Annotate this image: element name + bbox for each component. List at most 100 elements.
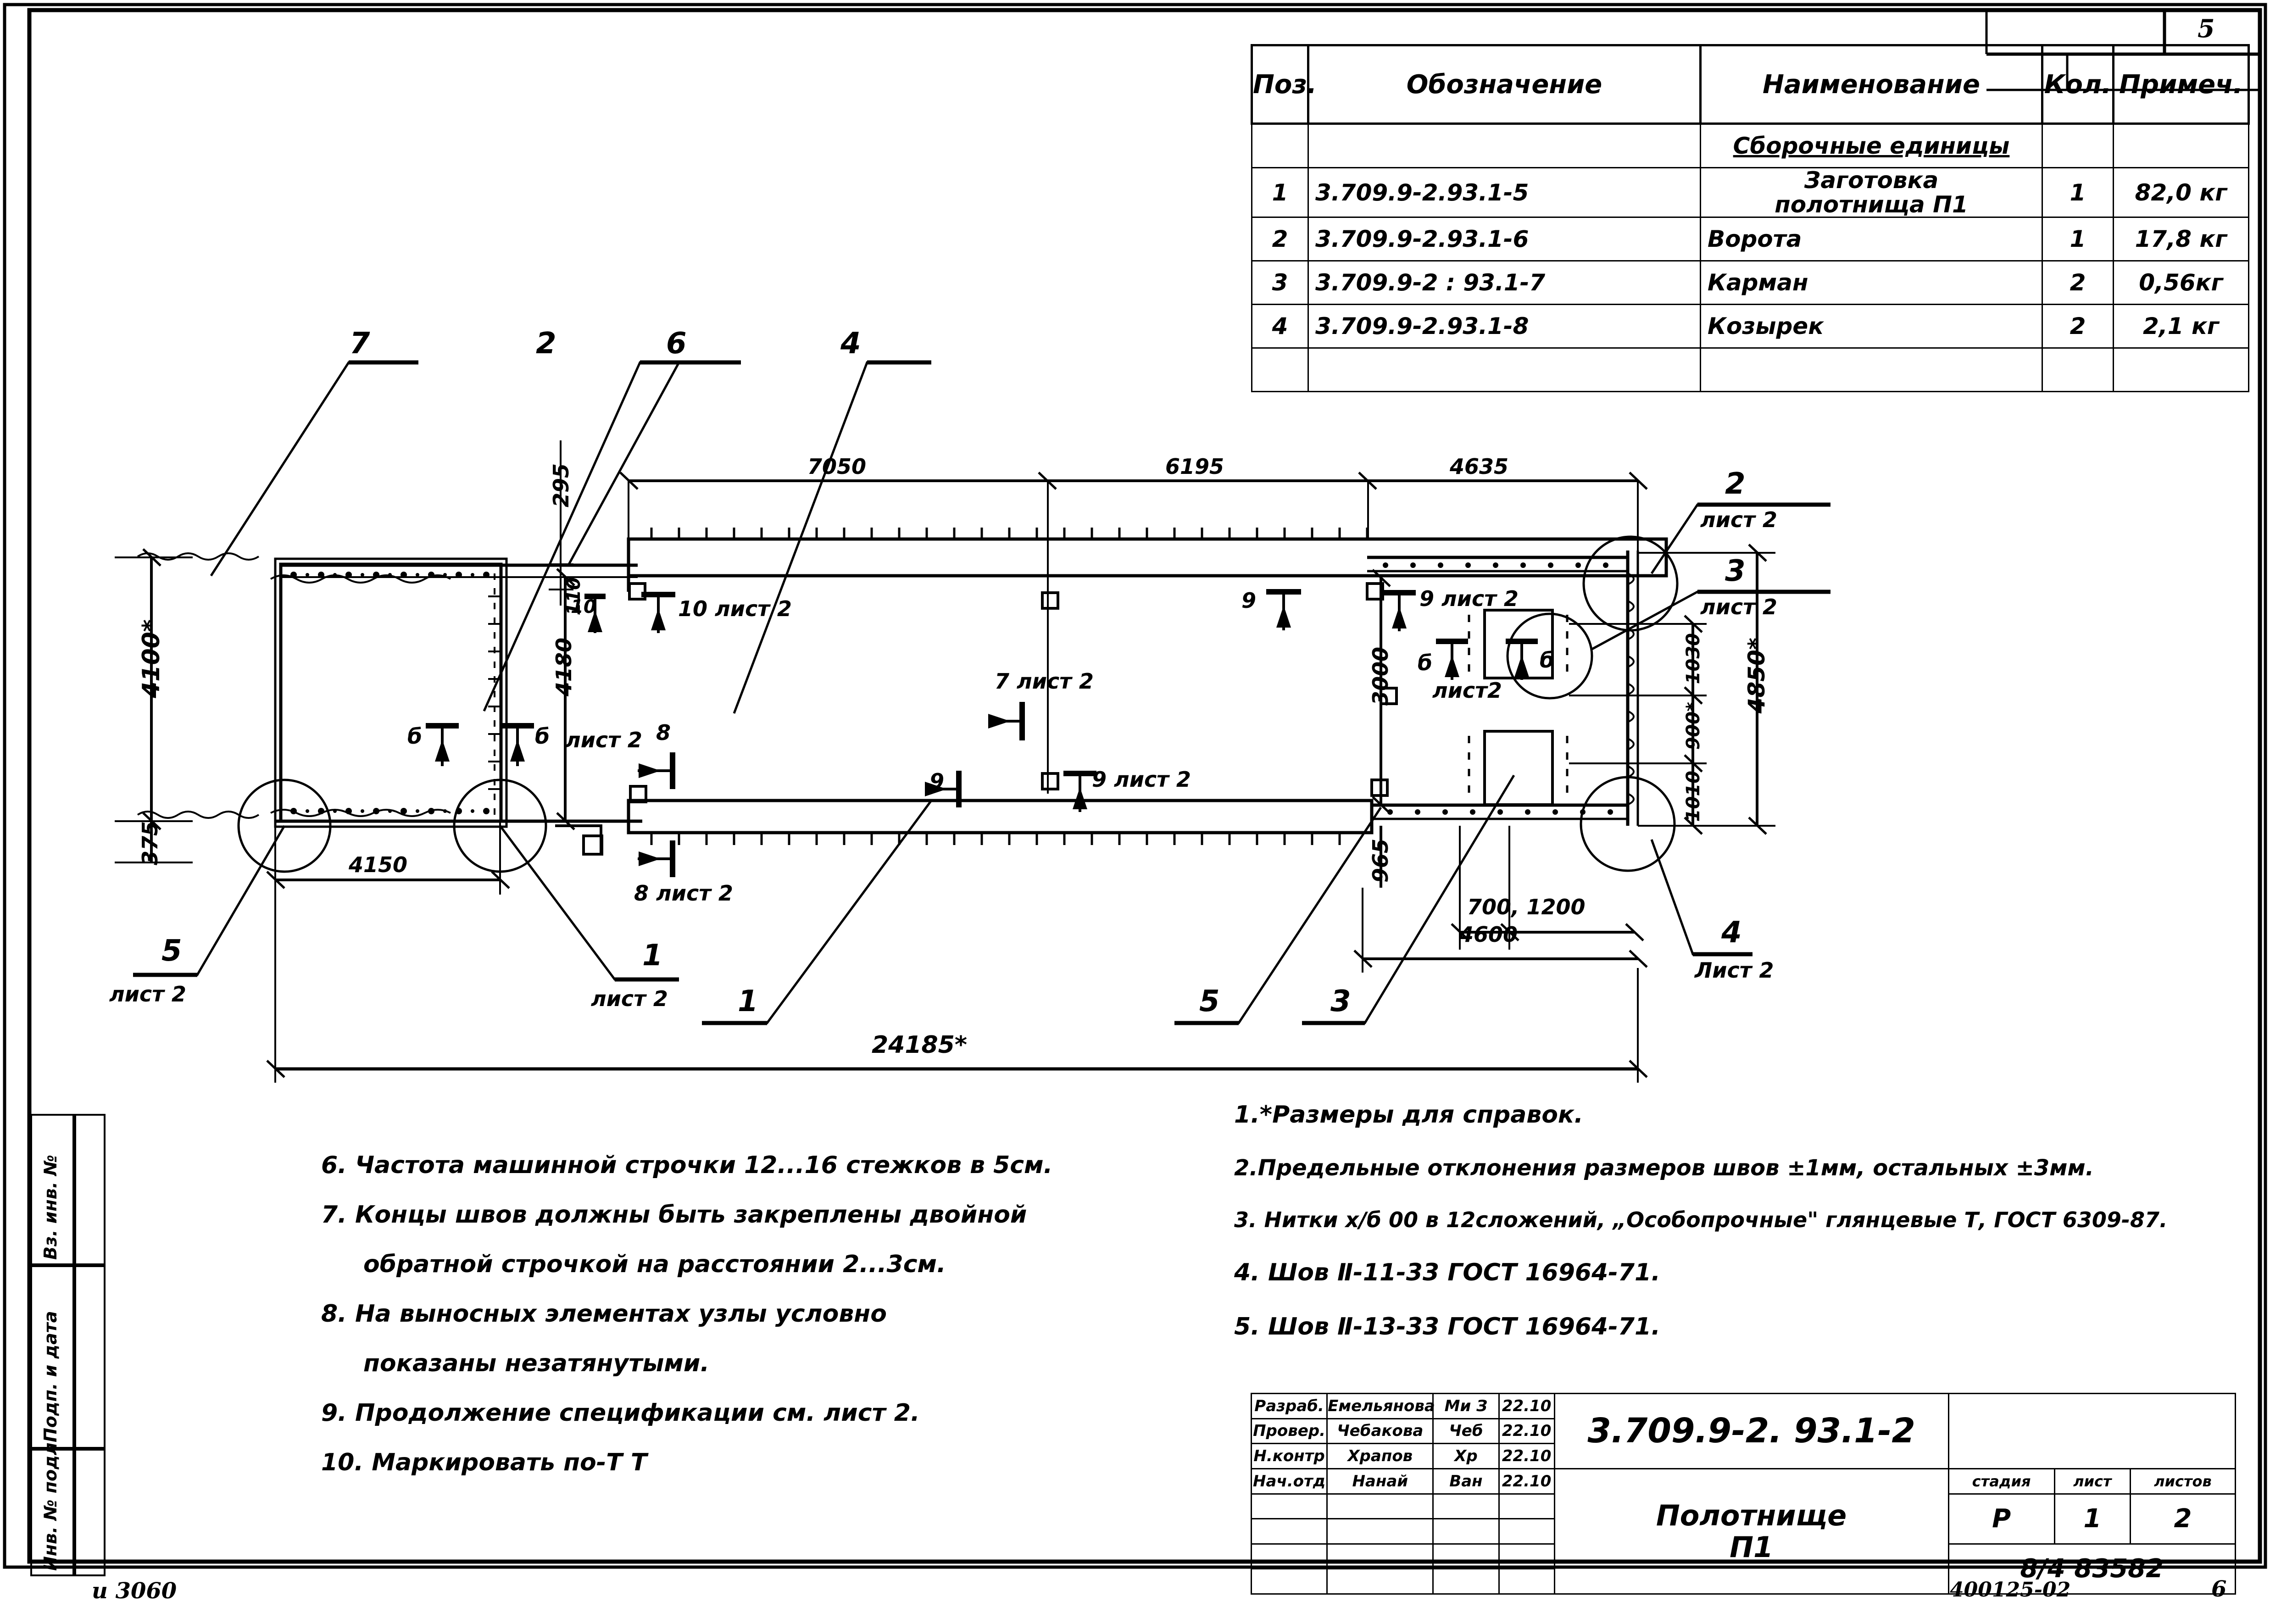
leader-label-4-top: 4 — [840, 327, 861, 361]
title-block: Разраб. Емельянова Ми З 22.10 3.709.9-2.… — [1250, 1393, 2237, 1595]
left-margin-stamp: Вз. инв. № Подп. и дата Инв. № подл. — [30, 1114, 106, 1576]
document-name: Полотнище П1 — [1553, 1468, 1949, 1595]
spec-name: Заготовка полотнища П1 — [1700, 167, 2043, 218]
leader-sheet-2-right: лист 2 — [1700, 507, 1777, 532]
leader-label-1-left: 1 — [642, 939, 663, 973]
leader-label-2-right: 2 — [1725, 467, 1746, 501]
spec-group-note — [2113, 123, 2249, 168]
role-signature: Ван — [1432, 1468, 1500, 1495]
margin-cell-podp-data — [30, 1265, 74, 1449]
document-code: 3.709.9-2. 93.1-2 — [1553, 1393, 1949, 1469]
leader-label-3-right: 3 — [1725, 554, 1746, 588]
leader-sheet-3-right: лист 2 — [1700, 595, 1777, 619]
leader-label-6-top: 6 — [666, 327, 687, 361]
sheet-header: лист — [2053, 1468, 2131, 1495]
spec-empty-designation — [1307, 347, 1701, 392]
spec-group-designation — [1307, 123, 1701, 168]
spec-qty: 2 — [2042, 304, 2114, 349]
role-name: Храпов — [1326, 1443, 1434, 1469]
blank-sign — [1432, 1543, 1500, 1570]
leader-label-3-bottom: 3 — [1330, 984, 1351, 1018]
margin-label-vz-inv: Вз. инв. № — [40, 1154, 61, 1260]
spec-note: 0,56кг — [2113, 260, 2249, 305]
section-mark-10: 10 — [571, 596, 596, 617]
title-role-row: Разраб. Емельянова Ми З 22.10 3.709.9-2.… — [1250, 1393, 2237, 1469]
spec-designation: 3.709.9-2.93.1-5 — [1307, 167, 1701, 218]
sheets-header: листов — [2129, 1468, 2237, 1495]
section-mark-9-b: 9 — [1241, 588, 1257, 613]
title-blank-row — [1250, 1568, 2236, 1595]
role-name: Емельянова — [1326, 1393, 1435, 1419]
spec-header-row: Поз. Обозначение Наименование Кол. Приме… — [1251, 44, 2250, 125]
section-mark-7-sheet: 7 лист 2 — [995, 669, 1094, 694]
assembly-drawing — [115, 360, 1830, 1083]
dimension-700-1200: 700, 1200 — [1467, 895, 1586, 919]
sheet-corner-mark: 5 — [2198, 14, 2215, 43]
role-date: 22.10 — [1498, 1443, 1555, 1469]
note-item: 9. Продолжение спецификации см. лист 2. — [321, 1399, 920, 1427]
title-blank-row: 8/4 83582 — [1250, 1543, 2237, 1595]
blank-name — [1326, 1568, 1434, 1595]
dimension-295: 295 — [549, 463, 573, 508]
spec-pos: 3 — [1251, 260, 1309, 305]
role-signature: Чеб — [1432, 1418, 1500, 1445]
section-mark-8-a: 8 — [656, 720, 671, 745]
title-blank-row — [1250, 1518, 2236, 1545]
spec-group-title: Сборочные единицы — [1700, 123, 2043, 168]
spec-header-qty: Кол. — [2041, 44, 2114, 125]
blank-date — [1498, 1543, 1555, 1570]
spec-pos: 2 — [1251, 217, 1309, 261]
table-row: 1 3.709.9-2.93.1-5 Заготовка полотнища П… — [1251, 167, 2249, 218]
dimension-4150: 4150 — [349, 852, 408, 877]
blank-role — [1250, 1493, 1328, 1520]
specification-table: Поз. Обозначение Наименование Кол. Приме… — [1251, 44, 2250, 392]
spec-pos: 1 — [1251, 167, 1309, 218]
margin-cell-vz-inv — [30, 1114, 74, 1265]
spec-header-designation: Обозначение — [1307, 44, 1702, 125]
notes-right-block: 1.*Размеры для справок. 2.Предельные отк… — [1234, 1101, 2167, 1367]
stage-value: Р — [1947, 1493, 2055, 1545]
spec-group-qty — [2042, 123, 2114, 168]
title-blank-row: Р 1 2 — [1250, 1493, 2237, 1545]
note-item: 6. Частота машинной строчки 12...16 стеж… — [321, 1151, 1053, 1179]
blank-name — [1326, 1518, 1434, 1545]
dimension-900: 900* — [1683, 702, 1704, 750]
leader-label-2-top: 2 — [536, 327, 556, 361]
dimension-965: 965 — [1368, 839, 1393, 883]
section-mark-8-sheet: 8 лист 2 — [634, 881, 733, 906]
leader-label-7: 7 — [350, 327, 370, 361]
spec-empty-note — [2113, 347, 2249, 392]
note-item: 4. Шов Ⅱ-11-33 ГОСТ 16964-71. — [1234, 1259, 1660, 1286]
leader-label-5-bottom: 5 — [1199, 984, 1220, 1018]
role-label: Разраб. — [1250, 1393, 1328, 1419]
section-mark-6-sheet: лист 2 — [565, 728, 642, 752]
dimension-7050: 7050 — [807, 454, 867, 479]
section-mark-9-sheet: 9 лист 2 — [1092, 767, 1191, 792]
blank-sign — [1432, 1493, 1500, 1520]
spec-empty-row — [1251, 347, 2249, 392]
note-item: 5. Шов Ⅱ-13-33 ГОСТ 16964-71. — [1234, 1313, 1660, 1340]
margin-cell-inv-podl — [30, 1449, 74, 1576]
spec-group-pos — [1251, 123, 1309, 168]
blank-sign — [1432, 1518, 1500, 1545]
table-row: 2 3.709.9-2.93.1-6 Ворота 1 17,8 кг — [1251, 217, 2249, 261]
note-item: показаны незатянутыми. — [363, 1350, 710, 1377]
stage-header: стадия — [1947, 1468, 2055, 1495]
leader-sheet-1-left: лист 2 — [591, 986, 668, 1011]
section-mark-9-a: 9 — [929, 769, 945, 794]
note-item: 2.Предельные отклонения размеров швов ±1… — [1234, 1155, 2094, 1181]
blank-role — [1250, 1543, 1328, 1570]
footer-left-mark: и 3060 — [92, 1578, 177, 1604]
note-item: обратной строчкой на расстоянии 2...3см. — [363, 1251, 946, 1278]
dimension-4635: 4635 — [1450, 454, 1509, 479]
role-signature: Хр — [1432, 1443, 1500, 1469]
spec-group-row: Сборочные единицы — [1251, 123, 2249, 168]
margin-cell-inv-podl-value — [74, 1449, 106, 1576]
leader-sheet-5-left: лист 2 — [109, 982, 186, 1007]
note-item: 1.*Размеры для справок. — [1234, 1101, 1583, 1129]
dimension-4600: 4600 — [1459, 922, 1518, 947]
role-date: 22.10 — [1498, 1418, 1555, 1445]
dimension-6195: 6195 — [1165, 454, 1224, 479]
section-mark-6-d: б — [1540, 648, 1555, 673]
title-blank-upper-right — [1947, 1393, 2237, 1469]
